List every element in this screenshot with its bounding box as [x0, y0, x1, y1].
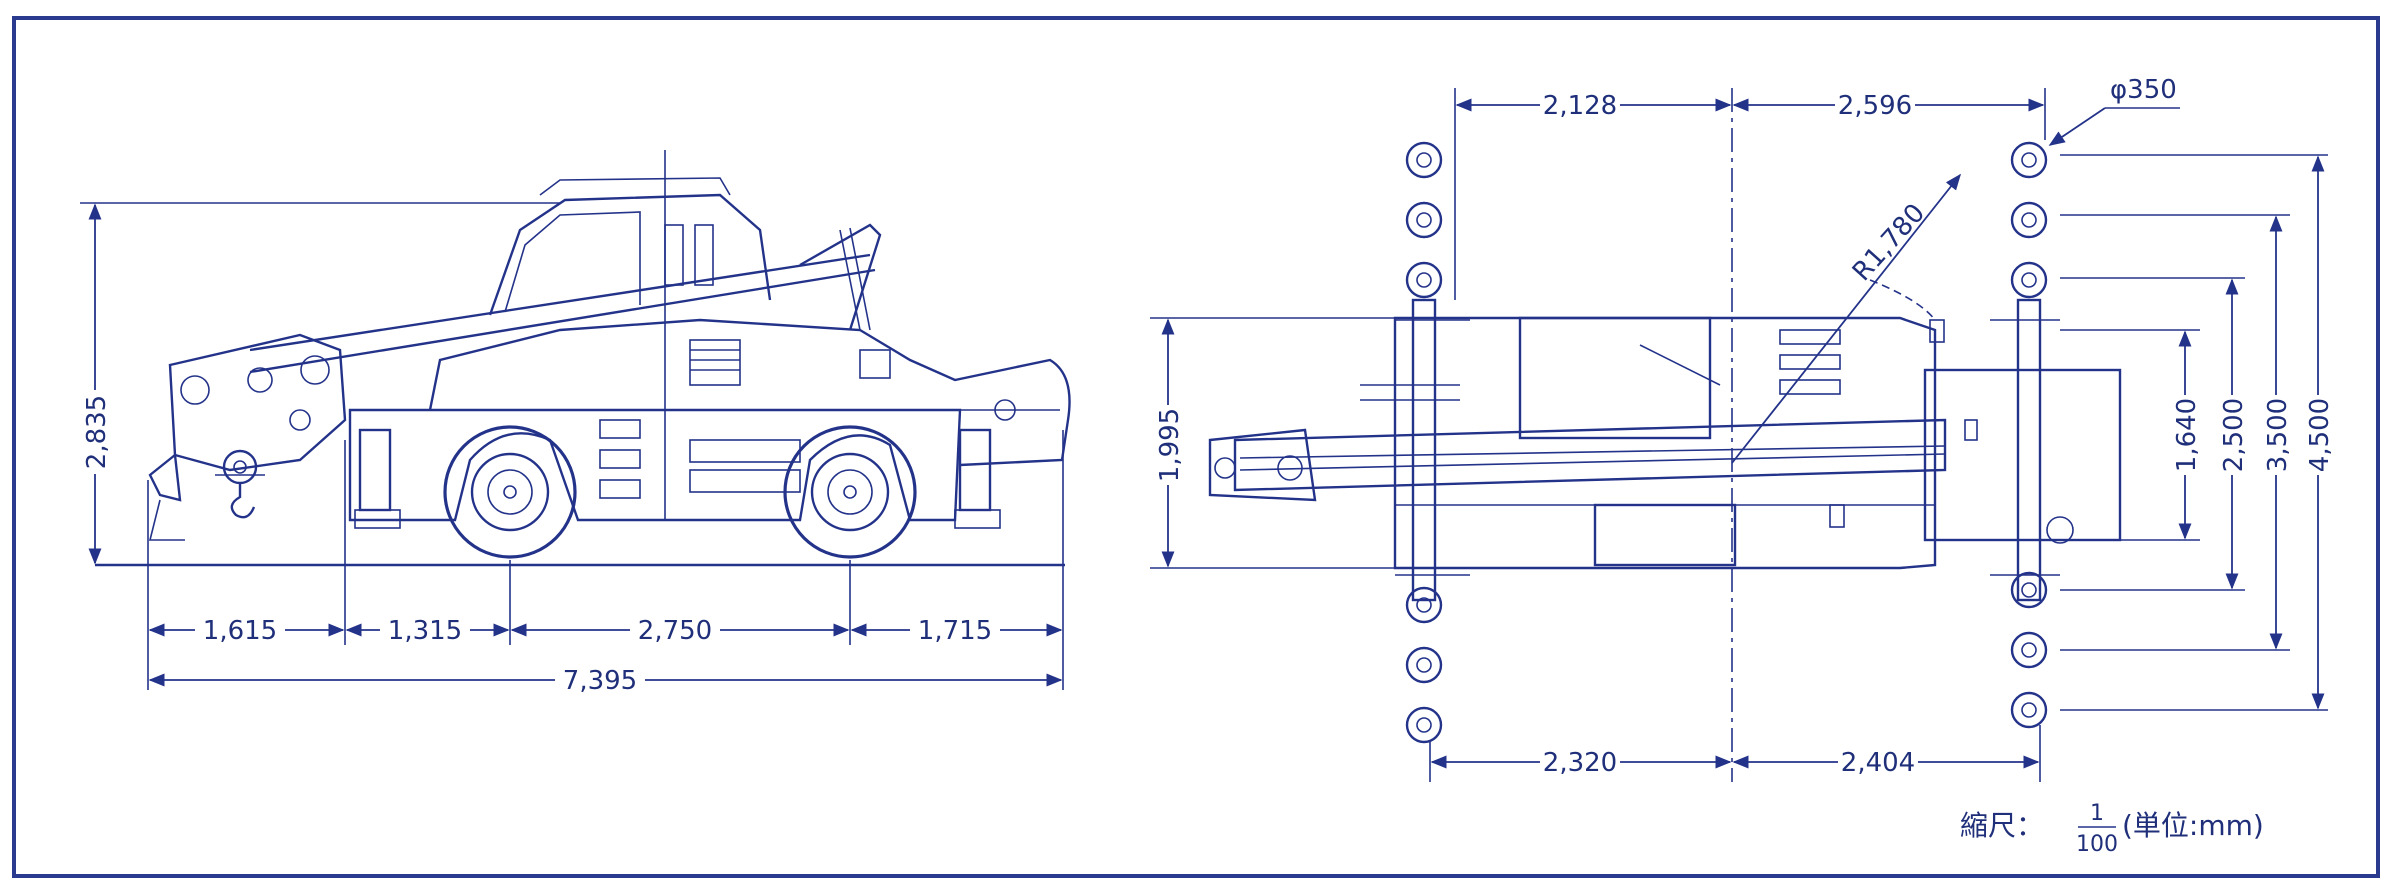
scale-unit-note: (単位:mm)	[2122, 809, 2264, 842]
dim-1615: 1,615	[203, 616, 277, 646]
top-boom	[1208, 344, 1947, 502]
left-float-pad-top-1	[1405, 141, 1443, 179]
spread-dimensions: 1,640 2,500 3,500 4,500	[2060, 154, 2335, 711]
dim-1640: 1,640	[2172, 398, 2202, 472]
side-boom	[249, 223, 882, 374]
right-outriggers	[1990, 141, 2074, 729]
side-front-wheel	[443, 425, 577, 559]
length-dimensions: 1,615 1,315 2,750 1,715 7,395	[147, 430, 1064, 696]
left-float-pad-bot-2	[1405, 646, 1443, 684]
side-rear-wheel	[783, 425, 917, 559]
dim-2320: 2,320	[1543, 748, 1617, 778]
dim-3500: 3,500	[2263, 398, 2293, 472]
width-dim-label: 1,995	[1155, 408, 1185, 482]
height-dim-label: 2,835	[82, 395, 112, 469]
top-carrier	[1393, 316, 2122, 570]
scale-label: 縮尺：	[1960, 809, 2044, 842]
side-boom-head	[148, 333, 347, 541]
overall-length-label: 7,395	[563, 666, 637, 696]
left-float-pad-bot-3	[1405, 706, 1443, 744]
side-outriggers	[354, 399, 1016, 529]
radius-label: R1,780	[1847, 198, 1931, 287]
height-dimension: 2,835	[80, 202, 560, 565]
left-float-pad-top-2	[1405, 201, 1443, 239]
side-chassis	[348, 318, 1071, 522]
scale-denominator: 100	[2076, 832, 2118, 857]
hook-icon	[230, 483, 256, 519]
width-dimension: 1,995	[1150, 317, 1395, 569]
left-outriggers	[1395, 141, 1470, 744]
dim-2500: 2,500	[2219, 398, 2249, 472]
top-view: R1,780	[1150, 75, 2335, 782]
float-dia-label: φ350	[2110, 75, 2177, 105]
float-diameter-callout: φ350	[2048, 75, 2180, 146]
left-float-pad-bot-1	[1405, 586, 1443, 624]
top-dimensions: 2,128 2,596	[1454, 88, 2046, 300]
sheet-frame	[12, 16, 2380, 878]
side-view: 2,835 1,615 1,315 2,750 1,715 7,395	[80, 150, 1071, 696]
side-cab	[488, 150, 891, 520]
scale-note: 縮尺： 1 100 (単位:mm)	[1960, 801, 2264, 857]
right-float-pad-bot-1	[2010, 571, 2048, 609]
right-float-pad-bot-3	[2010, 691, 2048, 729]
scale-numerator: 1	[2090, 801, 2104, 826]
dim-2596: 2,596	[1838, 91, 1912, 121]
left-float-pad-top-3	[1405, 261, 1443, 299]
dim-2750: 2,750	[638, 616, 712, 646]
right-float-pad-top-3	[2010, 261, 2048, 299]
bottom-dimensions: 2,320 2,404	[1429, 725, 2041, 782]
dim-2404: 2,404	[1841, 748, 1915, 778]
dim-1315: 1,315	[388, 616, 462, 646]
dim-2128: 2,128	[1543, 91, 1617, 121]
dim-4500: 4,500	[2305, 398, 2335, 472]
right-float-pad-top-1	[2010, 141, 2048, 179]
right-float-pad-top-2	[2010, 201, 2048, 239]
dim-1715: 1,715	[918, 616, 992, 646]
engine-grille	[689, 339, 741, 386]
right-float-pad-bot-2	[2010, 631, 2048, 669]
